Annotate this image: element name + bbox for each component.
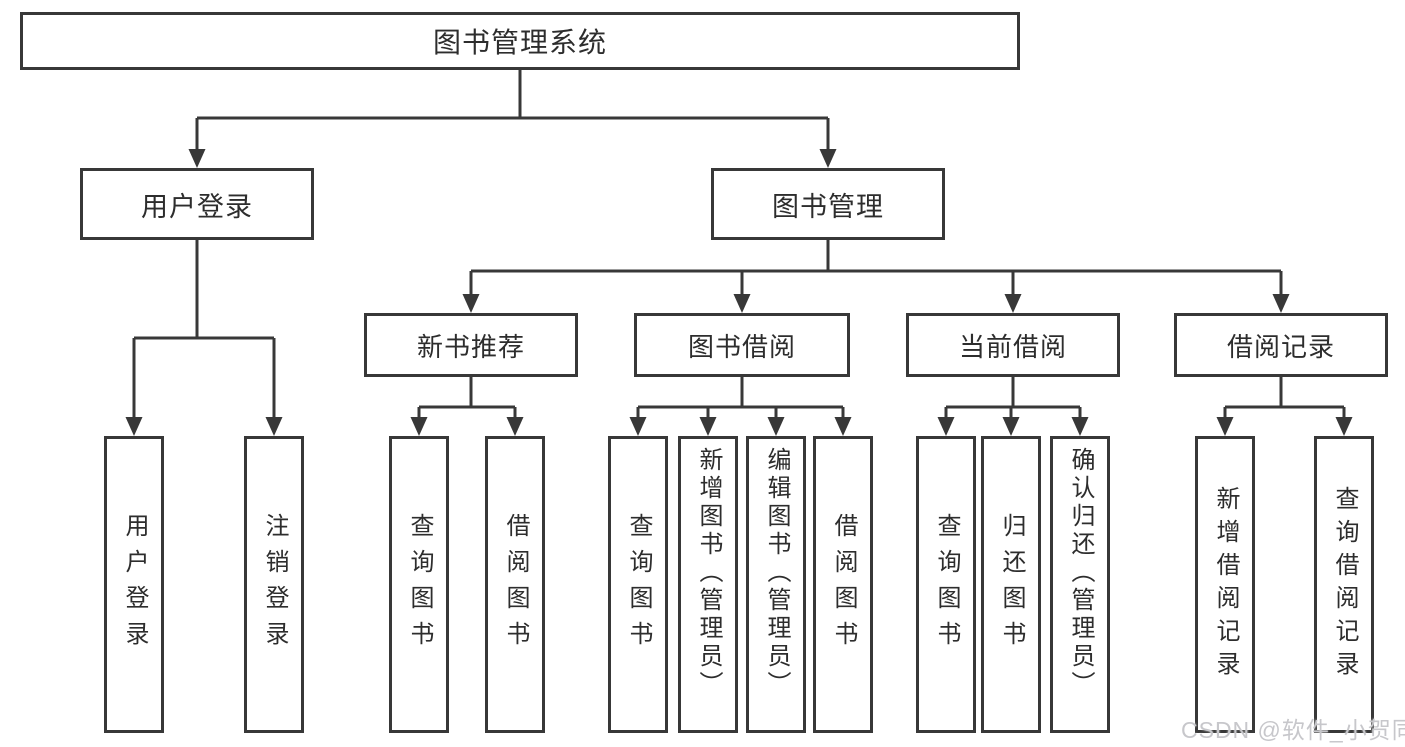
arrow-icon	[733, 294, 751, 313]
leaf-records-query-label: 查询借阅记录	[1331, 485, 1358, 684]
arrow-icon	[1004, 294, 1022, 313]
node-new-book-recommend-label: 新书推荐	[416, 331, 525, 362]
arrow-icon	[125, 417, 143, 436]
leaf-borrow-add-admin: 新增图书（管理员）	[678, 436, 738, 733]
node-root-label: 图书管理系统	[432, 27, 607, 58]
node-book-borrow: 图书借阅	[634, 313, 850, 377]
connector-records-to-leaves	[1223, 377, 1346, 418]
leaf-borrow-edit-admin-label: 编辑图书（管理员）	[763, 447, 790, 699]
node-user-login-label: 用户登录	[141, 191, 253, 222]
arrow-icon	[834, 417, 852, 436]
leaf-borrow-add-admin-label: 新增图书（管理员）	[695, 447, 722, 699]
arrow-icon	[819, 149, 837, 168]
leaf-newbook-query-label: 查询图书	[406, 512, 433, 657]
leaf-current-confirm-admin: 确认归还（管理员）	[1050, 436, 1110, 733]
node-new-book-recommend: 新书推荐	[364, 313, 578, 377]
leaf-logout-label: 注销登录	[261, 512, 288, 657]
arrow-icon	[1272, 294, 1290, 313]
node-current-borrow-label: 当前借阅	[958, 331, 1067, 362]
connector-bookmgmt-to-level3	[469, 240, 1283, 295]
arrow-icon	[937, 417, 955, 436]
leaf-records-add: 新增借阅记录	[1195, 436, 1255, 733]
leaf-borrow-borrow: 借阅图书	[813, 436, 873, 733]
leaf-current-return-label: 归还图书	[998, 512, 1025, 657]
node-book-management: 图书管理	[711, 168, 945, 240]
arrow-icon	[1216, 417, 1234, 436]
connector-userlogin-to-leaves	[132, 240, 276, 418]
node-current-borrow: 当前借阅	[906, 313, 1120, 377]
leaf-user-login-label: 用户登录	[121, 512, 148, 657]
leaf-user-login: 用户登录	[104, 436, 164, 733]
leaf-current-query-label: 查询图书	[933, 512, 960, 657]
leaf-borrow-query: 查询图书	[608, 436, 668, 733]
arrow-icon	[506, 417, 524, 436]
node-book-borrow-label: 图书借阅	[687, 331, 796, 362]
leaf-newbook-query: 查询图书	[389, 436, 449, 733]
node-root: 图书管理系统	[20, 12, 1020, 70]
arrow-icon	[1071, 417, 1089, 436]
leaf-current-return: 归还图书	[981, 436, 1041, 733]
node-book-management-label: 图书管理	[772, 191, 884, 222]
leaf-borrow-query-label: 查询图书	[625, 512, 652, 657]
leaf-borrow-edit-admin: 编辑图书（管理员）	[746, 436, 806, 733]
connector-bookborrow-to-leaves	[636, 377, 845, 418]
leaf-newbook-borrow-label: 借阅图书	[502, 512, 529, 657]
leaf-records-add-label: 新增借阅记录	[1212, 485, 1239, 684]
csdn-watermark: CSDN @软件_小贺同学	[1181, 717, 1405, 743]
arrow-icon	[1002, 417, 1020, 436]
arrow-icon	[188, 149, 206, 168]
node-user-login: 用户登录	[80, 168, 314, 240]
node-borrow-records-label: 借阅记录	[1226, 331, 1335, 362]
arrow-icon	[265, 417, 283, 436]
arrowheads	[125, 149, 1353, 436]
connector-currentborrow-to-leaves	[944, 377, 1082, 418]
leaf-records-query: 查询借阅记录	[1314, 436, 1374, 733]
arrow-icon	[462, 294, 480, 313]
arrow-icon	[629, 417, 647, 436]
leaf-logout: 注销登录	[244, 436, 304, 733]
connector-newbook-to-leaves	[417, 377, 517, 418]
leaf-current-confirm-admin-label: 确认归还（管理员）	[1067, 447, 1094, 699]
arrow-icon	[1335, 417, 1353, 436]
leaf-newbook-borrow: 借阅图书	[485, 436, 545, 733]
arrow-icon	[410, 417, 428, 436]
arrow-icon	[699, 417, 717, 436]
node-borrow-records: 借阅记录	[1174, 313, 1388, 377]
arrow-icon	[767, 417, 785, 436]
leaf-current-query: 查询图书	[916, 436, 976, 733]
connector-root-to-level2	[195, 70, 830, 150]
leaf-borrow-borrow-label: 借阅图书	[830, 512, 857, 657]
